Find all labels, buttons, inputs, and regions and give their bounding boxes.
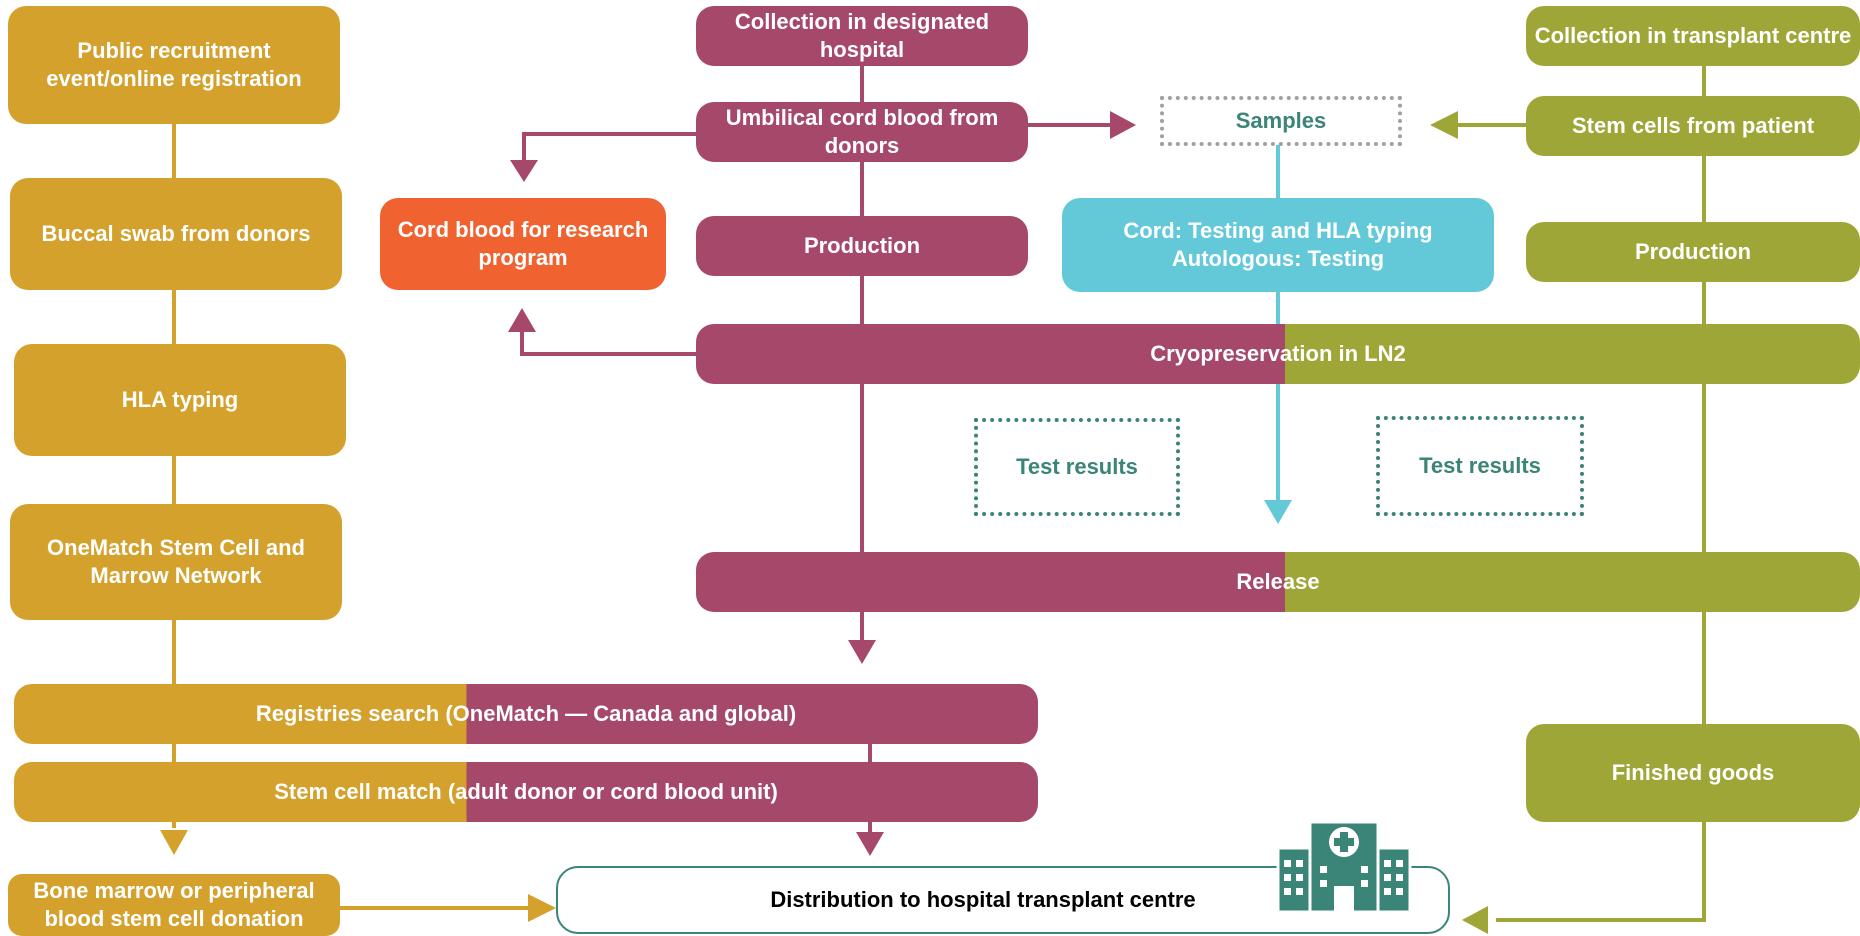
production-middle-label: Production bbox=[803, 233, 921, 258]
release-bar: Release bbox=[696, 552, 1860, 612]
samples-label: Samples bbox=[1235, 108, 1327, 133]
maroon-arrowhead bbox=[856, 832, 884, 856]
recruitment-box: Public recruitment event/online registra… bbox=[8, 6, 340, 124]
distribution-label: Distribution to hospital transplant cent… bbox=[770, 887, 1196, 912]
stem-cells-patient-label: Stem cells from patient bbox=[1571, 113, 1815, 138]
maroon-arrowhead bbox=[508, 308, 536, 332]
production-right-label: Production bbox=[1634, 239, 1752, 264]
onematch-label: OneMatch Stem Cell and Marrow Network bbox=[47, 535, 305, 588]
testing-label: Cord: Testing and HLA typing Autologous:… bbox=[1123, 218, 1433, 271]
registries-search-label: Registries search (OneMatch — Canada and… bbox=[255, 701, 797, 726]
maroon-arrowhead bbox=[848, 640, 876, 664]
onematch-box: OneMatch Stem Cell and Marrow Network bbox=[10, 504, 342, 620]
maroon-arrowhead bbox=[510, 160, 538, 182]
cryopreservation-bar: Cryopreservation in LN2 bbox=[696, 324, 1860, 384]
umbilical-box: Umbilical cord blood from donors bbox=[696, 102, 1028, 162]
finished-goods-label: Finished goods bbox=[1611, 760, 1775, 785]
test-results-box-2: Test results bbox=[1376, 416, 1584, 516]
recruitment-label: Public recruitment event/online registra… bbox=[46, 38, 302, 91]
research-label: Cord blood for research program bbox=[397, 217, 649, 270]
collection-centre-label: Collection in transplant centre bbox=[1534, 23, 1852, 48]
research-box: Cord blood for research program bbox=[380, 198, 666, 290]
umbilical-label: Umbilical cord blood from donors bbox=[725, 105, 999, 158]
maroon-connector bbox=[522, 132, 698, 160]
gold-arrowhead bbox=[528, 894, 556, 922]
buccal-swab-box: Buccal swab from donors bbox=[10, 178, 342, 290]
maroon-connector bbox=[520, 332, 698, 356]
olive-arrowhead bbox=[1462, 906, 1488, 934]
production-middle-box: Production bbox=[696, 216, 1028, 276]
release-label: Release bbox=[1236, 569, 1320, 594]
test-results-label-2: Test results bbox=[1419, 453, 1541, 478]
gold-arrowhead bbox=[160, 830, 188, 855]
finished-goods-box: Finished goods bbox=[1526, 724, 1860, 822]
olive-arrowhead bbox=[1430, 111, 1458, 139]
donation-box: Bone marrow or peripheral blood stem cel… bbox=[8, 874, 340, 936]
registries-search-bar: Registries search (OneMatch — Canada and… bbox=[14, 684, 1038, 744]
donation-label: Bone marrow or peripheral blood stem cel… bbox=[33, 878, 315, 931]
stem-cells-patient-box: Stem cells from patient bbox=[1526, 96, 1860, 156]
stem-cell-match-label: Stem cell match (adult donor or cord blo… bbox=[274, 779, 778, 804]
buccal-swab-label: Buccal swab from donors bbox=[41, 221, 311, 246]
production-right-box: Production bbox=[1526, 222, 1860, 282]
cyan-arrowhead bbox=[1264, 500, 1292, 524]
samples-box: Samples bbox=[1160, 96, 1402, 146]
test-results-label-1: Test results bbox=[1016, 454, 1138, 479]
stem-cell-match-bar: Stem cell match (adult donor or cord blo… bbox=[14, 762, 1038, 822]
hospital-icon bbox=[1276, 820, 1412, 914]
test-results-box-1: Test results bbox=[974, 418, 1180, 516]
testing-box: Cord: Testing and HLA typing Autologous:… bbox=[1062, 198, 1494, 292]
collection-hospital-label: Collection in designated hospital bbox=[734, 9, 990, 62]
collection-hospital-box: Collection in designated hospital bbox=[696, 6, 1028, 66]
cryopreservation-label: Cryopreservation in LN2 bbox=[1150, 341, 1406, 366]
hla-typing-label: HLA typing bbox=[121, 387, 239, 412]
maroon-arrowhead bbox=[1110, 111, 1136, 139]
hla-typing-box: HLA typing bbox=[14, 344, 346, 456]
collection-centre-box: Collection in transplant centre bbox=[1526, 6, 1860, 66]
